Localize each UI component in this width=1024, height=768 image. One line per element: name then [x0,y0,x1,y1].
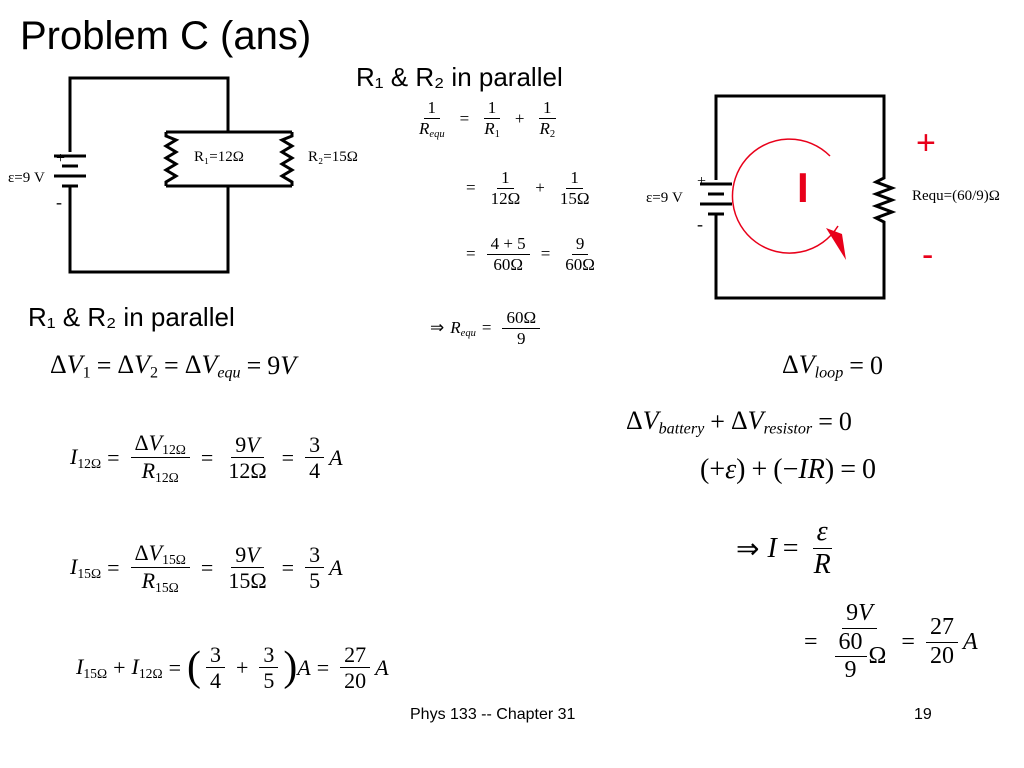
heading-parallel-top: R₁ & R₂ in parallel [356,62,563,92]
left-battery-plus: + [56,150,66,167]
left-emf-label: ε=9 V [8,170,45,186]
r2-label: R₂=15Ω [308,149,358,165]
right-circuit-diagram [700,94,897,300]
eq-loop-emf: (+ε)+(−IR)=0 [700,454,876,485]
eq-voltage-equal: ΔV1= ΔV2= ΔVequ= 9V [50,350,297,382]
slide-footer: Phys 133 -- Chapter 31 [410,706,576,723]
eq-loop: ΔVloop=0 [782,350,883,382]
right-battery-minus: - [697,214,703,234]
slide-title: Problem C (ans) [20,14,312,58]
right-emf-label: ε=9 V [646,190,683,206]
polarity-minus: - [922,236,934,274]
polarity-plus: + [916,124,936,162]
heading-parallel-left: R₁ & R₂ in parallel [28,302,235,332]
left-battery-minus: - [56,192,62,212]
req-label: Requ=(60/9)Ω [912,188,1000,204]
current-label: I [797,164,809,211]
right-battery-plus: + [697,173,707,190]
page-number: 19 [914,706,932,723]
eq-loop-terms: ΔVbattery+ ΔVresistor=0 [626,406,852,438]
r1-label: R₁=12Ω [194,149,244,165]
left-circuit-diagram [54,76,295,274]
